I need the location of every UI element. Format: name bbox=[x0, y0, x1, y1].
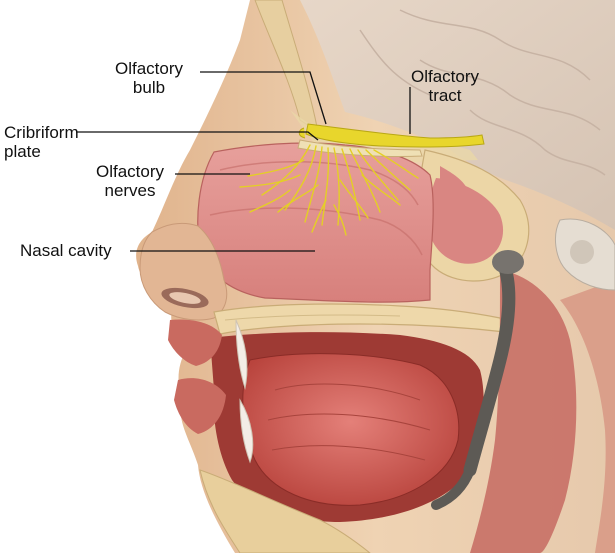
label-olfactory-bulb: Olfactory bulb bbox=[100, 59, 198, 97]
leader-line-cribriform-plate bbox=[76, 131, 319, 141]
label-olfactory-bulb-line2: bulb bbox=[132, 78, 166, 97]
label-olfactory-bulb-line1: Olfactory bbox=[114, 59, 184, 78]
leader-line-olfactory-bulb bbox=[200, 71, 327, 125]
pharyngeal-tube bbox=[431, 250, 524, 510]
ear-region bbox=[554, 218, 615, 291]
label-cribriform-plate-line2: plate bbox=[4, 142, 41, 161]
label-olfactory-tract: Olfactory tract bbox=[399, 67, 491, 105]
leader-lines bbox=[76, 71, 411, 252]
label-nasal-cavity-text: Nasal cavity bbox=[20, 241, 112, 260]
olfactory-nerves bbox=[239, 144, 419, 236]
pharynx bbox=[470, 270, 615, 553]
label-olfactory-nerves: Olfactory nerves bbox=[85, 162, 175, 200]
oral-cavity bbox=[210, 332, 484, 522]
label-cribriform-plate-line1: Cribriform bbox=[4, 123, 79, 142]
nose-external bbox=[139, 222, 228, 321]
olfactory-bulb-and-tract bbox=[298, 123, 485, 148]
label-olfactory-nerves-line1: Olfactory bbox=[95, 162, 165, 181]
cribriform-plate bbox=[297, 139, 423, 158]
lips bbox=[168, 319, 254, 464]
label-olfactory-tract-line2: tract bbox=[428, 86, 462, 105]
brain-region bbox=[300, 0, 615, 230]
label-cribriform-plate: Cribriform plate bbox=[4, 123, 99, 161]
label-olfactory-tract-line1: Olfactory bbox=[410, 67, 480, 86]
mandible bbox=[199, 469, 371, 553]
label-nasal-cavity: Nasal cavity bbox=[20, 241, 132, 260]
label-olfactory-nerves-line2: nerves bbox=[104, 181, 156, 200]
